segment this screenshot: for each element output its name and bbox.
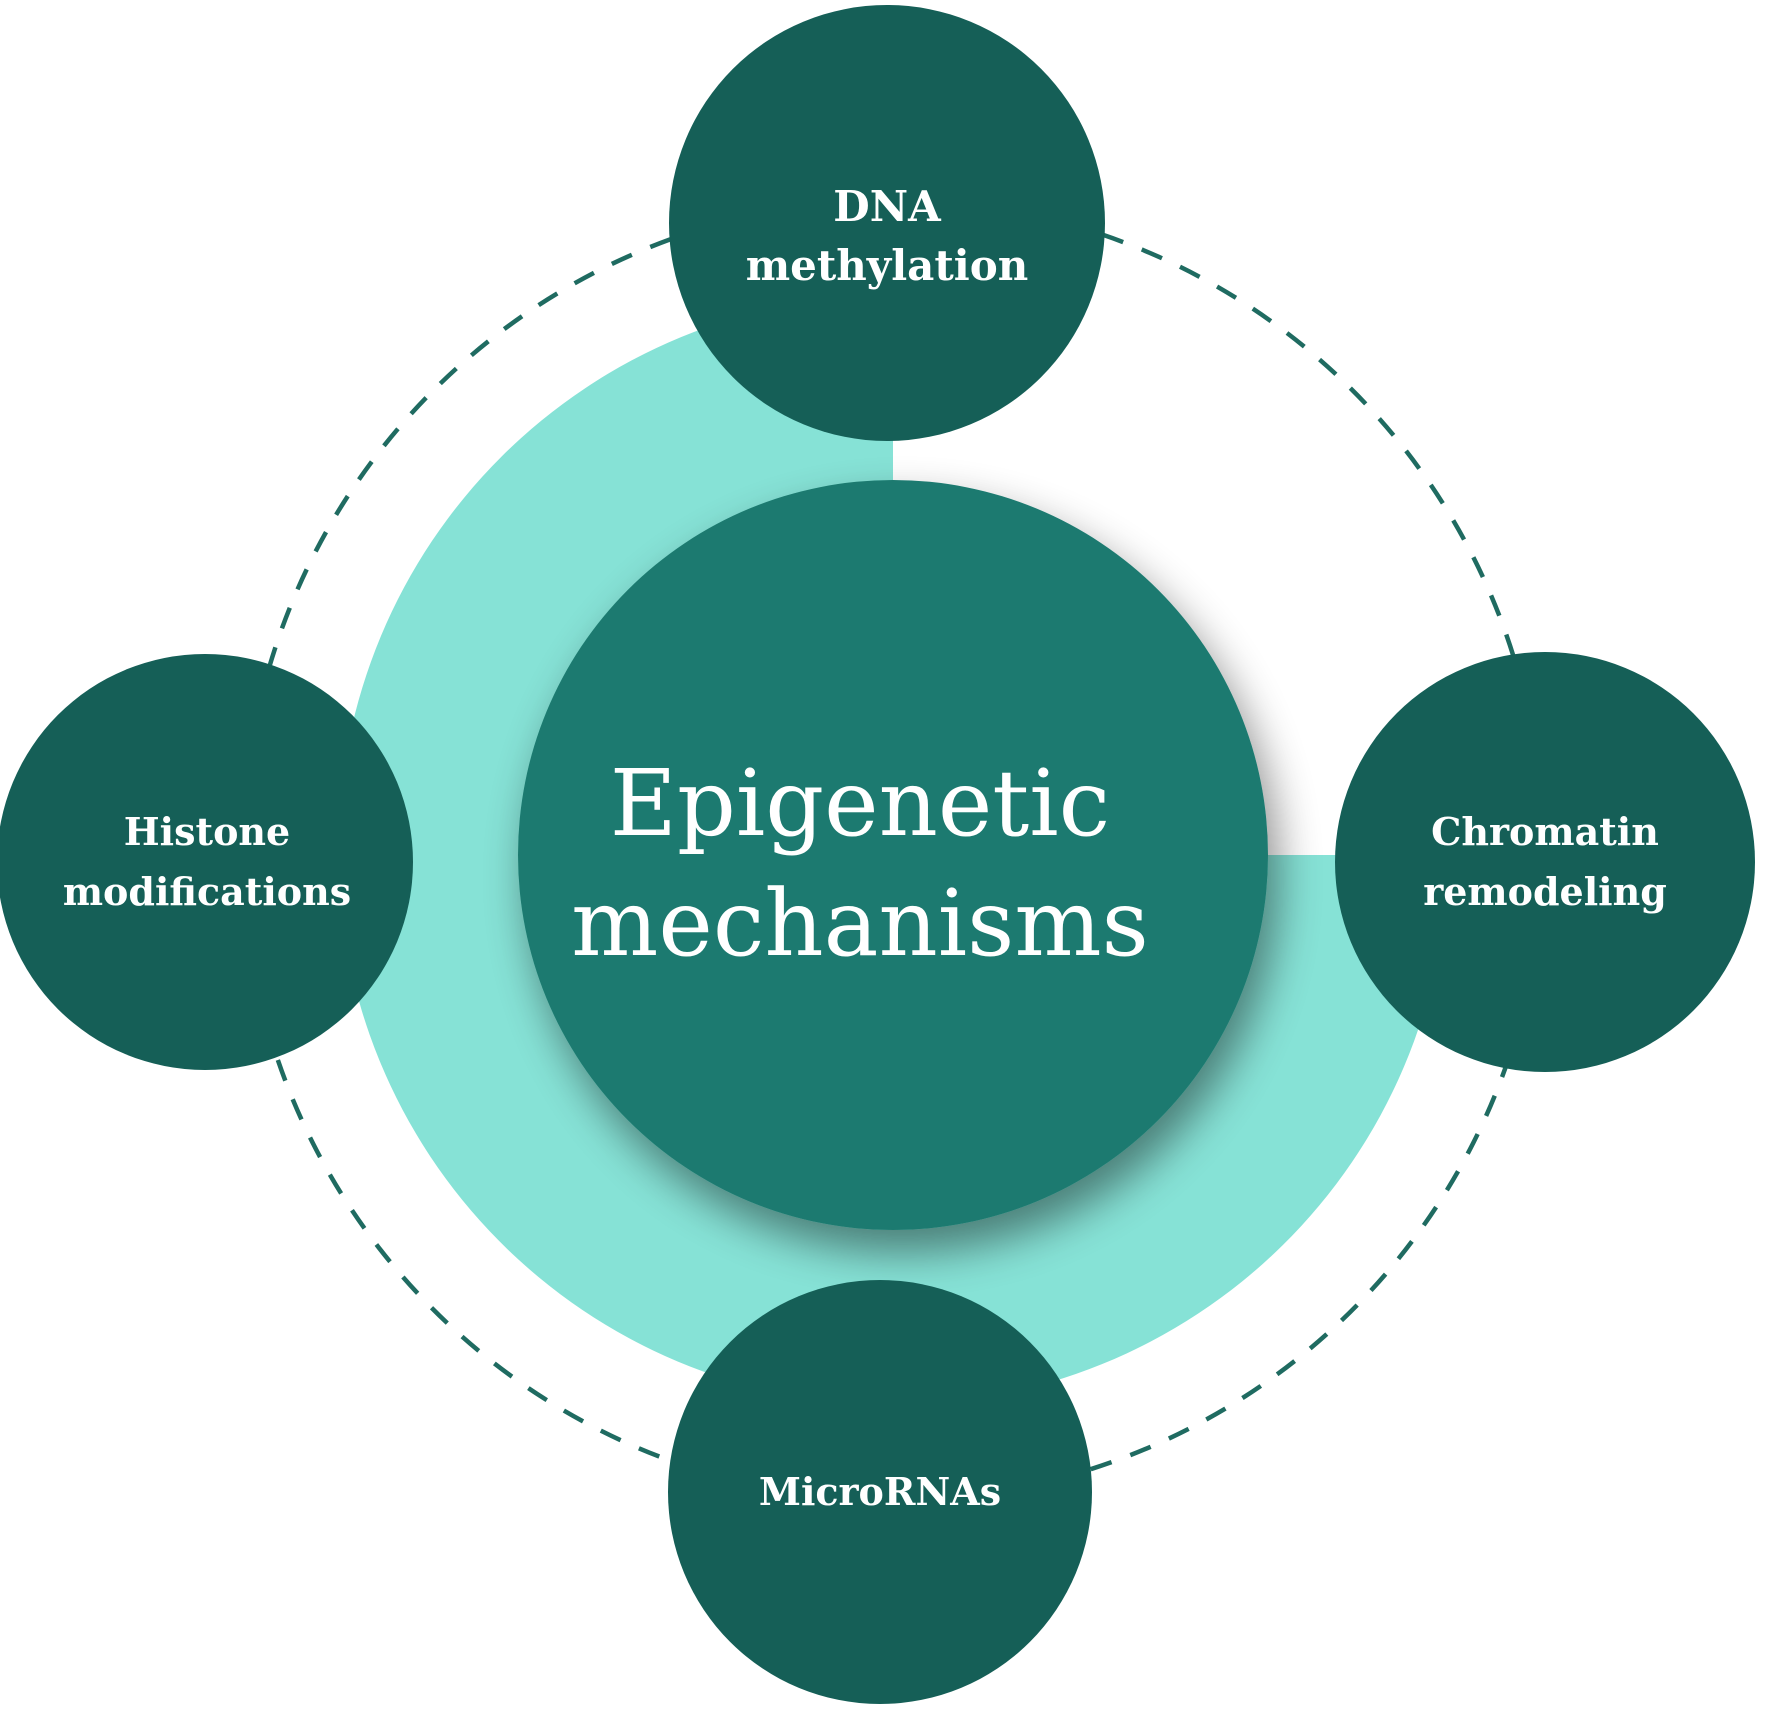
- node-micrornas: MicroRNAs: [668, 1280, 1092, 1704]
- node-histone-modifications: Histone modifications: [0, 654, 413, 1070]
- node-chromatin-remodeling-circle: [1335, 652, 1755, 1072]
- ring-segment: [338, 295, 1448, 1405]
- node-micrornas-circle: [668, 1280, 1092, 1704]
- node-micrornas-line1: MicroRNAs: [759, 1469, 1001, 1514]
- center-circle: [518, 480, 1268, 1230]
- node-histone-modifications-line2: modifications: [63, 869, 351, 914]
- node-dna-methylation-line2: methylation: [746, 241, 1029, 290]
- node-histone-modifications-circle: [0, 654, 413, 1070]
- node-dna-methylation-circle: [669, 5, 1105, 441]
- center-title-line1: Epigenetic: [610, 750, 1110, 857]
- node-dna-methylation: DNA methylation: [669, 5, 1105, 441]
- node-chromatin-remodeling-line2: remodeling: [1423, 869, 1667, 914]
- node-chromatin-remodeling-line1: Chromatin: [1431, 809, 1659, 854]
- node-chromatin-remodeling: Chromatin remodeling: [1335, 652, 1755, 1072]
- node-dna-methylation-line1: DNA: [833, 182, 942, 231]
- center-title-line2: mechanisms: [571, 870, 1149, 977]
- node-histone-modifications-line1: Histone: [124, 809, 290, 854]
